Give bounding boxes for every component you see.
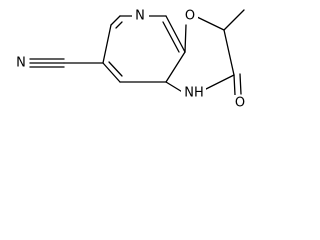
bond-c8a-c4a [165, 51, 186, 83]
molecule-structure: N O NH O N [13, 8, 248, 111]
atom-label-nitrile-n: N [16, 56, 26, 71]
bond-c2-nh [201, 74, 235, 92]
bond-c4-c3-inner [108, 61, 123, 77]
atom-label-carbonyl-o: O [235, 96, 245, 111]
atom-label-ring-o: O [185, 9, 195, 24]
substituents [29, 9, 245, 96]
bond-c4a-c7 [165, 15, 186, 53]
bond-c6-c5 [110, 15, 121, 26]
atom-labels: N O NH O N [13, 8, 248, 111]
bond-o-c3 [194, 15, 225, 31]
atom-label-amide-nh: NH [184, 86, 204, 101]
pyridine-ring [102, 15, 186, 83]
bond-c4a-o [184, 24, 187, 53]
oxazine-ring [165, 15, 235, 94]
bond-carbonyl-1 [233, 74, 236, 96]
bond-c3-c2 [223, 29, 235, 76]
bond-c4-c3 [102, 62, 121, 83]
atom-label-ring-n: N [135, 9, 145, 24]
bond-carbonyl-2 [239, 73, 242, 95]
bond-c5-c4 [102, 24, 112, 64]
bond-methyl [223, 9, 245, 31]
bond-c6-c5-inner [115, 21, 123, 29]
bond-c4a-c7-inner [162, 21, 180, 53]
